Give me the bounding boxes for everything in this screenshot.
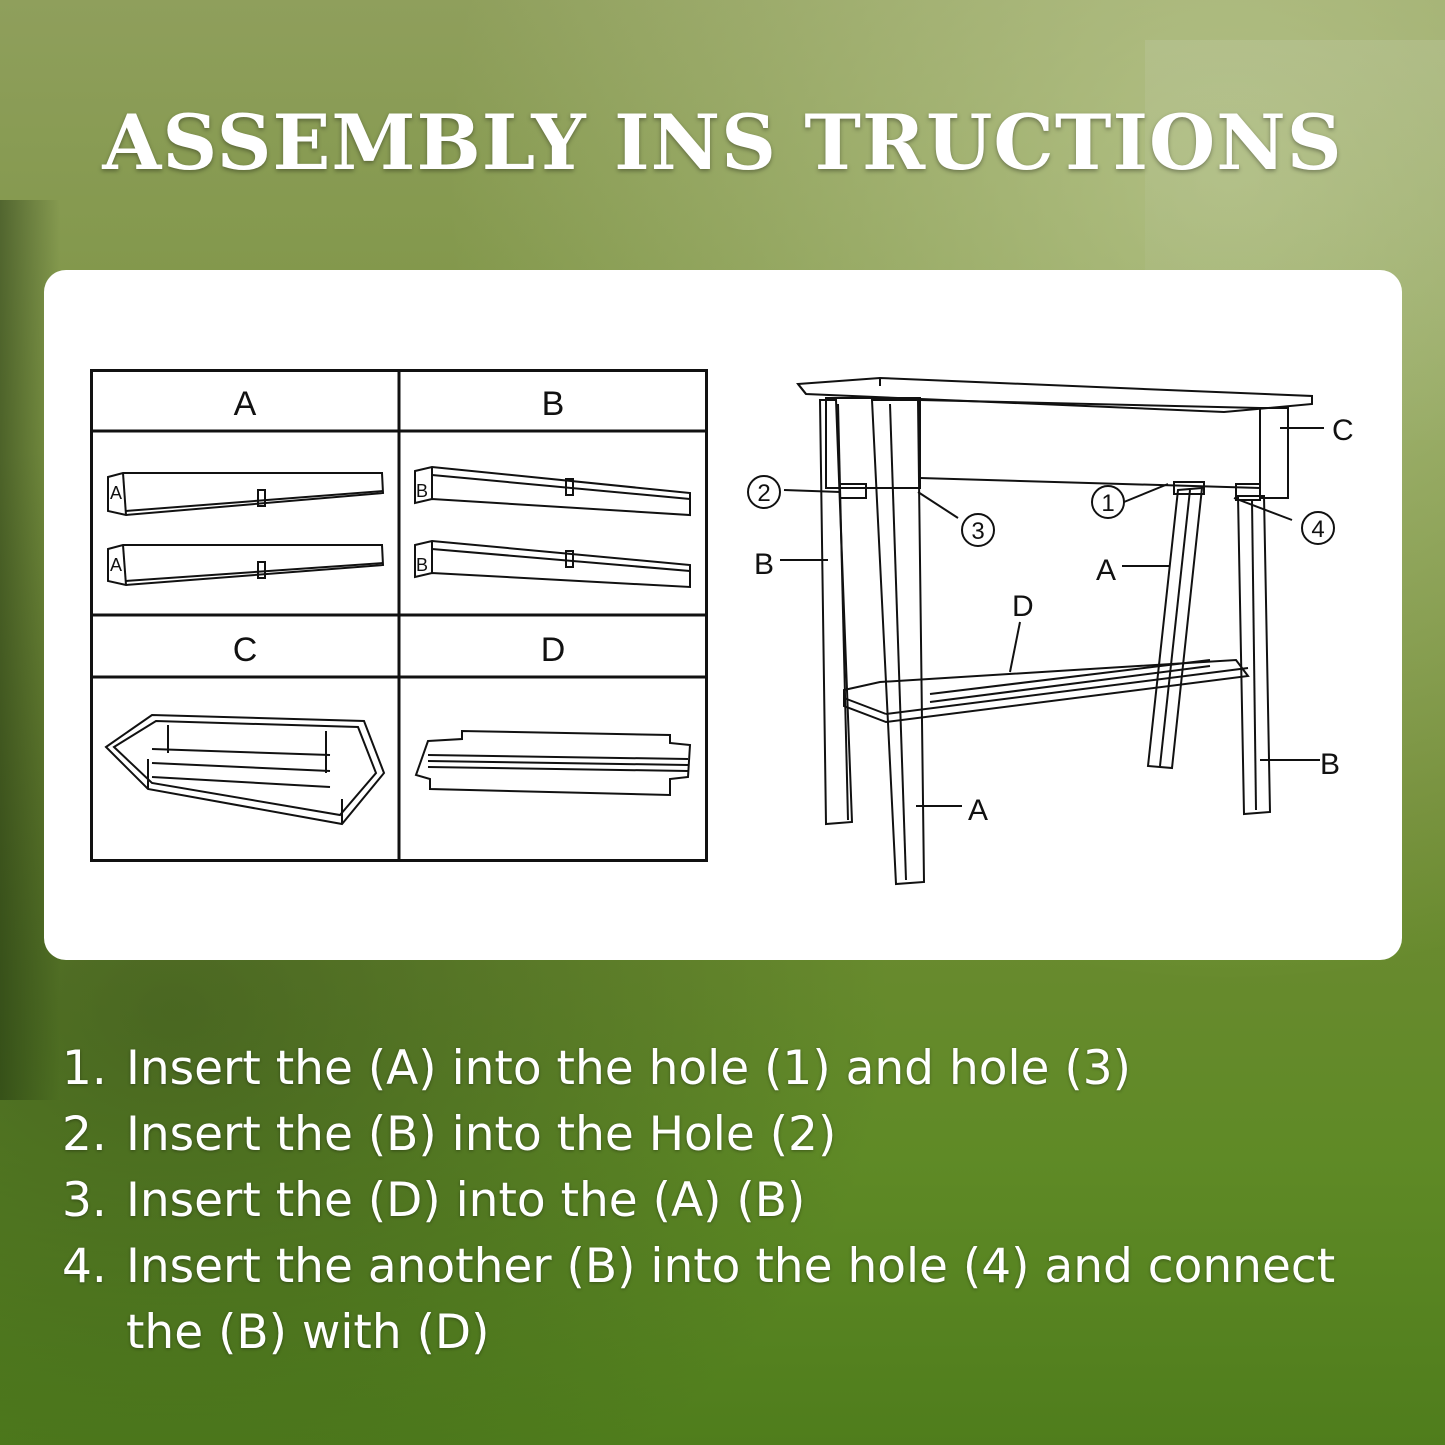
part-a-header: A [234, 385, 257, 423]
hole-3-label: 3 [971, 518, 984, 545]
leg-b-left [818, 399, 854, 826]
step-text: Insert the (D) into the (A) (B) [126, 1173, 806, 1228]
hole-2-label: 2 [757, 480, 770, 507]
step-item: 4. Insert the another (B) into the hole … [62, 1234, 1422, 1366]
hole-1-label: 1 [1101, 490, 1114, 517]
part-d-label: D [1012, 590, 1034, 623]
part-b-leg [414, 539, 691, 589]
part-b-mark: B [416, 481, 428, 501]
assembly-steps: 1. Insert the (A) into the hole (1) and … [62, 1036, 1422, 1366]
leg-a-right [1146, 486, 1204, 770]
step-number: 1. [62, 1041, 107, 1096]
hole-4-label: 4 [1311, 516, 1324, 543]
step-number: 2. [62, 1107, 107, 1162]
part-c-planter-box [104, 713, 386, 826]
step-item: 1. Insert the (A) into the hole (1) and … [62, 1036, 1422, 1102]
step-text: Insert the (A) into the hole (1) and hol… [126, 1041, 1131, 1096]
shelf-d [843, 658, 1250, 724]
step-item: 2. Insert the (B) into the Hole (2) [62, 1102, 1422, 1168]
part-a-label-front: A [968, 794, 988, 827]
step-text: Insert the another (B) into the hole (4)… [126, 1239, 1336, 1360]
part-d-shelf [414, 729, 692, 797]
hole-4-marker [1301, 511, 1335, 545]
part-c-label: C [1332, 414, 1354, 447]
part-c-header: C [233, 631, 258, 669]
part-b-mark: B [416, 555, 428, 575]
page-title: ASSEMBLY INS TRUCTIONS [102, 98, 1343, 187]
part-a-leg [107, 544, 385, 587]
part-b-label-right: B [1320, 748, 1340, 781]
step-text: Insert the (B) into the Hole (2) [126, 1107, 837, 1162]
part-a-label-right: A [1096, 554, 1116, 587]
hole-1-marker [1091, 485, 1125, 519]
parts-table: A B C D A A B B [90, 369, 708, 862]
hole-2-marker [747, 475, 781, 509]
step-item: 3. Insert the (D) into the (A) (B) [62, 1168, 1422, 1234]
part-a-mark: A [110, 555, 122, 575]
part-b-header: B [542, 385, 565, 423]
leg-b-right [1236, 495, 1272, 816]
part-d-header: D [541, 631, 566, 669]
part-a-leg [107, 472, 385, 517]
step-number: 3. [62, 1173, 107, 1228]
part-b-leg [414, 465, 691, 517]
part-a-mark: A [110, 483, 122, 503]
part-b-label-left: B [754, 548, 774, 581]
front-apron-right [1259, 407, 1289, 499]
hole-3-marker [961, 513, 995, 547]
step-number: 4. [62, 1239, 107, 1294]
assembled-table-diagram: 2 3 1 4 C B A D B A [747, 376, 1354, 886]
